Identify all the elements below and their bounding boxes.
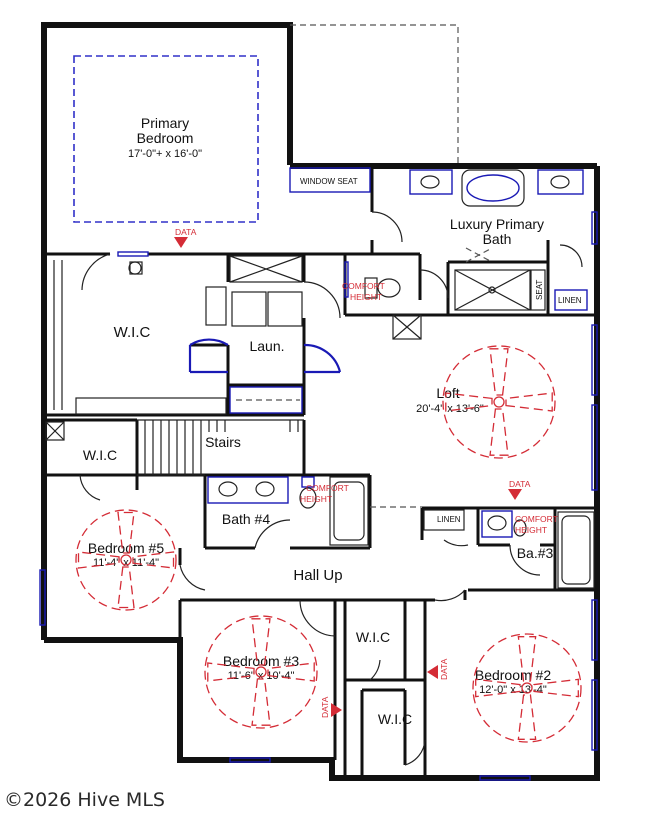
data-marker-4: DATA <box>427 658 449 680</box>
fan-bedroom3 <box>204 615 318 729</box>
luxury-bath-label-1: Luxury Primary <box>450 216 544 232</box>
comfort-height-3b: HEIGHT <box>515 525 547 535</box>
tray-ceiling-outline <box>73 55 259 223</box>
primary-bedroom-label-2: Bedroom <box>137 130 194 146</box>
primary-bedroom-dims: 17'-0"+ x 16'-0" <box>128 148 202 160</box>
wic-b2-label: W.I.C <box>378 711 412 727</box>
fan-bedroom5 <box>75 509 177 611</box>
bedroom5-dims: 11'-4" x 11'-4" <box>93 557 159 569</box>
bath4-fixtures <box>207 476 369 549</box>
bedroom2-dims: 12'-0" x 13'-4" <box>479 684 547 696</box>
wic-primary-label: W.I.C <box>114 324 151 341</box>
svg-text:DATA: DATA <box>320 696 330 718</box>
bath4-label: Bath #4 <box>222 511 270 527</box>
wic-small-label: W.I.C <box>83 447 117 463</box>
window-seat-label: WINDOW SEAT <box>300 177 358 186</box>
exterior-walls <box>41 22 600 781</box>
stairs-treads <box>45 419 304 476</box>
bedroom2-label: Bedroom #2 <box>475 667 551 683</box>
stairs-label: Stairs <box>205 434 241 450</box>
comfort-height-2: COMFORT <box>306 483 349 493</box>
data-marker-2: DATA <box>508 479 531 500</box>
bedroom3-dims: 11'-6" x 10'-4" <box>228 670 295 682</box>
loft-dims: 20'-4" x 13'-6" <box>416 403 484 415</box>
seat-label: SEAT <box>535 280 544 300</box>
svg-text:DATA: DATA <box>175 227 197 237</box>
linen-label-2: LINEN <box>437 515 461 524</box>
svg-text:DATA: DATA <box>509 479 531 489</box>
ceiling-fans <box>75 345 582 743</box>
watermark: ©2026 Hive MLS <box>4 789 165 811</box>
data-marker-1: DATA <box>174 227 197 248</box>
svg-text:DATA: DATA <box>439 658 449 680</box>
comfort-height-1b: HEIGHT <box>350 292 382 302</box>
primary-bedroom-label-1: Primary <box>141 115 189 131</box>
bedroom3-label: Bedroom #3 <box>223 653 299 669</box>
data-marker-3: DATA <box>320 696 342 718</box>
fan-loft <box>442 345 556 459</box>
interior-walls <box>44 166 597 778</box>
fan-bedroom2 <box>472 633 582 743</box>
bath3-fixtures <box>423 509 595 589</box>
luxury-bath-label-2: Bath <box>483 231 512 247</box>
windows <box>39 167 598 781</box>
wic-laundry-fixtures <box>53 253 342 415</box>
wic-b3-label: W.I.C <box>356 629 390 645</box>
ba3-label: Ba.#3 <box>517 545 554 561</box>
bedroom5-label: Bedroom #5 <box>88 540 164 556</box>
comfort-height-2b: HEIGHT <box>300 494 332 504</box>
comfort-height-1: COMFORT <box>342 281 385 291</box>
hall-label: Hall Up <box>293 567 342 584</box>
laundry-label: Laun. <box>249 338 284 354</box>
primary-bath-fixtures <box>364 169 588 340</box>
linen-label-1: LINEN <box>558 296 582 305</box>
comfort-height-3: COMFORT <box>515 514 558 524</box>
